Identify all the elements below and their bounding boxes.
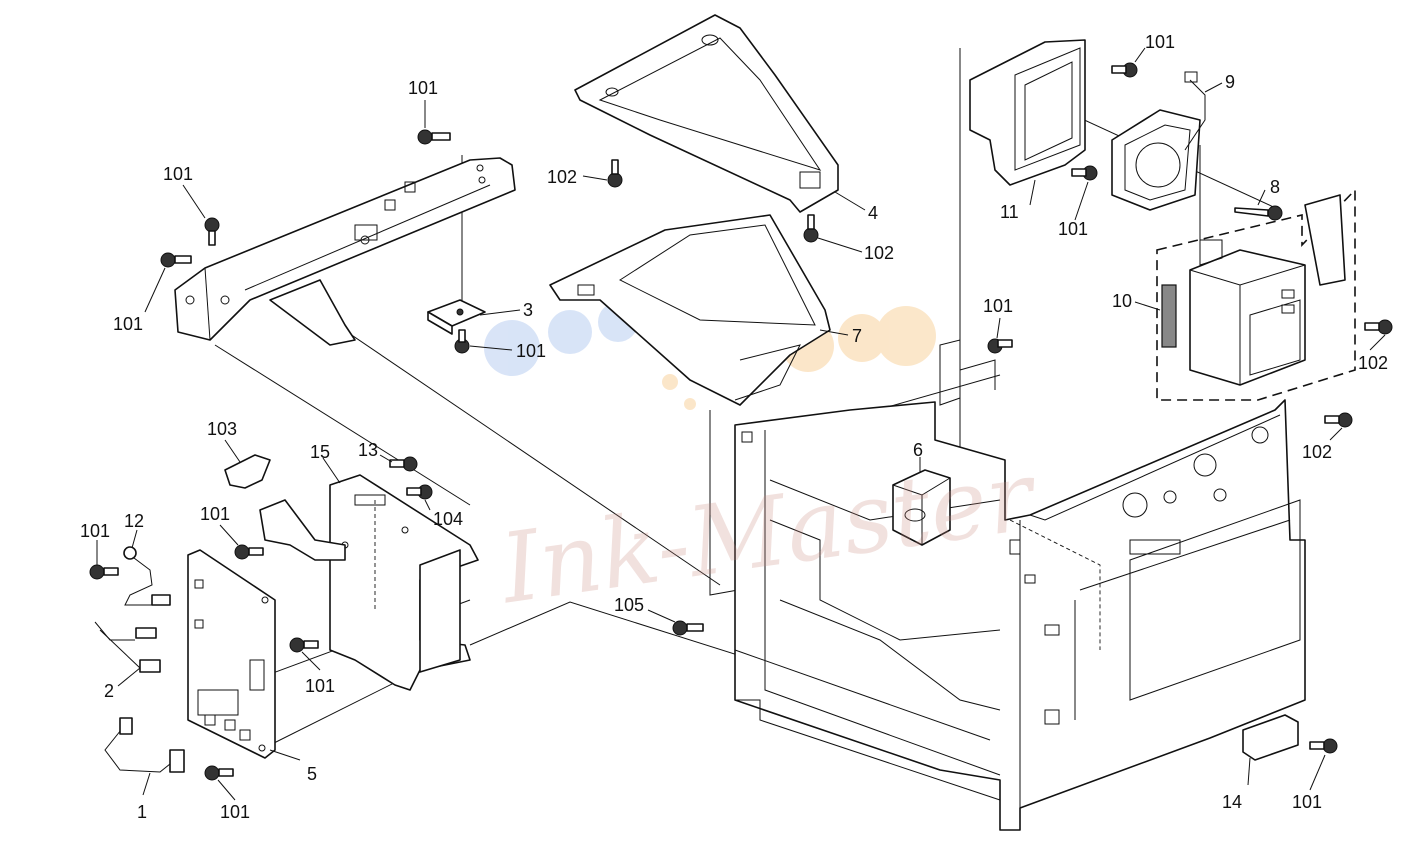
callout-105: 105 (614, 595, 644, 615)
part-14-plate (1242, 714, 1299, 761)
screw-13 (389, 456, 418, 472)
upper-left-bracket (174, 157, 516, 346)
screw-101-d (454, 329, 470, 354)
screw-102-d (1324, 412, 1353, 428)
screw-102-c (1364, 319, 1393, 335)
part-11-fan-bracket (969, 39, 1086, 186)
callout-102: 102 (1302, 442, 1332, 462)
screw-101-i (89, 564, 119, 580)
part-10-assembly (1156, 188, 1356, 401)
callout-101: 101 (200, 504, 230, 524)
callout-101: 101 (1145, 32, 1175, 52)
callout-102: 102 (547, 167, 577, 187)
callout-13: 13 (358, 440, 378, 460)
callout-6: 6 (913, 440, 923, 460)
part-3-bracket (427, 299, 486, 335)
callout-leaders (96, 47, 1386, 801)
callout-101: 101 (516, 341, 546, 361)
screw-101-f (1071, 165, 1098, 181)
callout-2: 2 (104, 681, 114, 701)
callout-101: 101 (1058, 219, 1088, 239)
screw-101-g (987, 338, 1013, 354)
harnesses (94, 546, 185, 773)
callout-101: 101 (305, 676, 335, 696)
callout-101: 101 (983, 296, 1013, 316)
part-103-clip (224, 454, 346, 561)
callout-10: 10 (1112, 291, 1132, 311)
screw-8 (1234, 205, 1283, 221)
callout-3: 3 (523, 300, 533, 320)
main-frame (734, 339, 1306, 831)
screw-101-c (160, 252, 192, 268)
callout-101: 101 (408, 78, 438, 98)
screw-101-l (1309, 738, 1338, 754)
callout-14: 14 (1222, 792, 1242, 812)
callout-101: 101 (80, 521, 110, 541)
screw-102-a (607, 159, 623, 188)
part-15-bracket (329, 474, 479, 691)
callout-102: 102 (864, 243, 894, 263)
part-4-tray (574, 14, 839, 213)
callout-103: 103 (207, 419, 237, 439)
screw-101-h (234, 544, 264, 560)
callout-5: 5 (307, 764, 317, 784)
callout-15: 15 (310, 442, 330, 462)
callout-12: 12 (124, 511, 144, 531)
callout-101: 101 (113, 314, 143, 334)
screw-101-k (204, 765, 234, 781)
screw-105 (672, 620, 704, 636)
callout-104: 104 (433, 509, 463, 529)
screw-104 (406, 484, 433, 500)
callout-1: 1 (137, 802, 147, 822)
callout-101: 101 (220, 802, 250, 822)
callout-102: 102 (1358, 353, 1388, 373)
callout-11: 11 (1000, 202, 1019, 222)
callout-4: 4 (868, 203, 878, 223)
callout-labels: 101 101 101 101 3 102 4 102 7 101 9 8 11… (80, 32, 1388, 822)
screw-101-b (204, 217, 220, 246)
screw-102-b (803, 214, 819, 243)
part-9-fan (1111, 71, 1206, 211)
screw-101-j (289, 637, 319, 653)
callout-8: 8 (1270, 177, 1280, 197)
screw-101-a (417, 129, 451, 145)
part-7-tray (549, 214, 831, 406)
part-6-unit (892, 469, 951, 546)
callout-7: 7 (852, 326, 862, 346)
screw-101-e (1111, 62, 1138, 78)
callout-101: 101 (1292, 792, 1322, 812)
callout-101: 101 (163, 164, 193, 184)
part-5-pcb (187, 549, 276, 759)
callout-9: 9 (1225, 72, 1235, 92)
screws (89, 62, 1393, 781)
